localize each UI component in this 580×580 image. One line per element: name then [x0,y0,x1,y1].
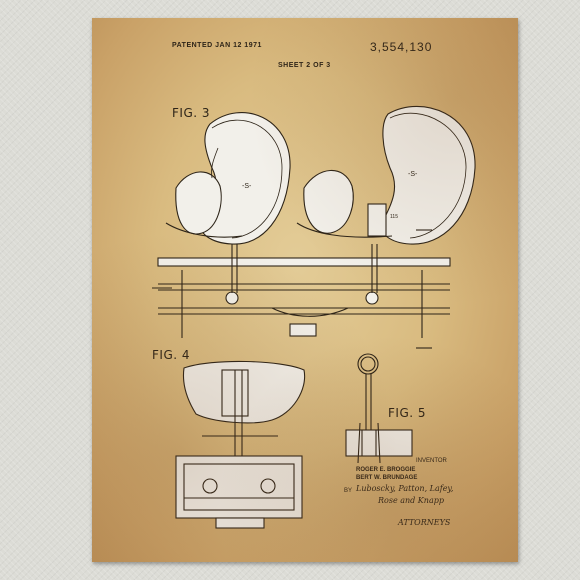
patent-number: 3,554,130 [370,40,433,54]
fig4-label: FIG. 4 [152,348,191,362]
fig3-seat-right: -S- 115 [296,105,476,245]
fig4-drawing [175,360,306,529]
fig5-label: FIG. 5 [388,406,427,420]
svg-text:-S-: -S- [242,183,252,190]
inventor-name-1: ROGER E. BROGGIE [356,467,416,473]
svg-text:-S-: -S- [408,171,418,178]
sheet-number: SHEET 2 OF 3 [278,62,331,69]
fig3-seat-left: -S- [165,112,291,245]
svg-text:115: 115 [390,214,398,220]
attorney-firm-line1: Luboscky, Patton, Lafey, [356,484,454,493]
attorneys-label: ATTORNEYS [398,518,451,527]
inventor-label: INVENTOR [416,458,447,464]
fig5-drawing [345,353,413,464]
patent-print: PATENTED JAN 12 1971 SHEET 2 OF 3 3,554,… [92,18,518,562]
inventor-name-2: BERT W. BRUNDAGE [356,475,418,481]
patented-date: PATENTED JAN 12 1971 [172,42,262,49]
attorney-firm-line2: Rose and Knapp [378,496,444,505]
fig3-chassis [152,229,451,349]
by-label: BY [344,488,353,494]
fig3-label: FIG. 3 [172,106,211,120]
patent-drawings: -S- -S- 115 [152,105,476,529]
